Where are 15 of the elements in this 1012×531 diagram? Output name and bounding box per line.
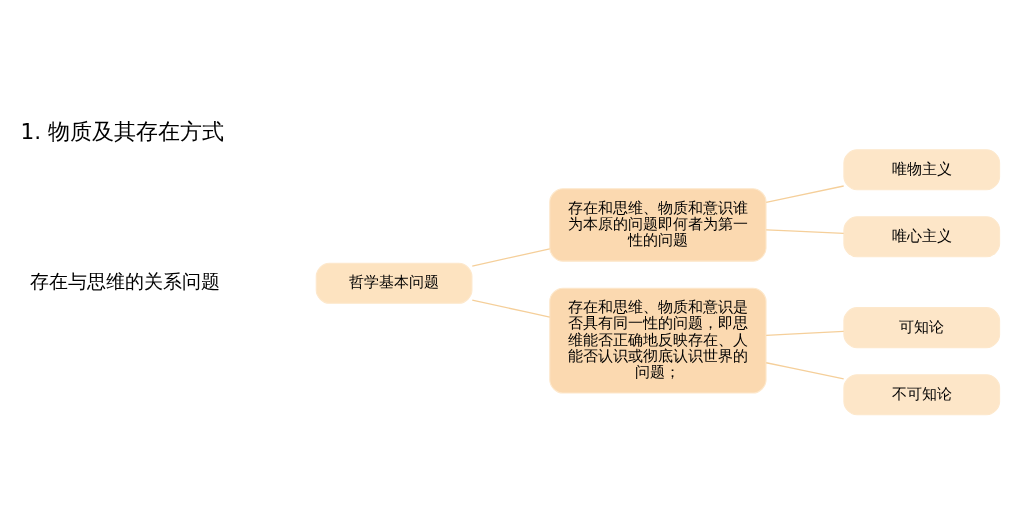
node-box: 哲学基本问题	[315, 262, 473, 304]
node-box: 唯心主义	[843, 215, 1001, 257]
node-box: 存在和思维、物质和意识是否具有同一性的问题，即思维能否正确地反映存在、人能否认识或彻底认识世界的问题；	[549, 287, 767, 394]
node-box: 不可知论	[843, 373, 1001, 415]
connector	[471, 247, 551, 267]
connector	[765, 361, 845, 379]
connector	[765, 228, 845, 234]
connector	[471, 299, 551, 318]
connector	[765, 330, 845, 336]
diagram-title: 1. 物质及其存在方式	[20, 118, 224, 144]
label: 存在与思维的关系问题	[30, 269, 221, 293]
connector	[765, 184, 845, 203]
node-box: 存在和思维、物质和意识谁为本原的问题即何者为第一性的问题	[549, 187, 767, 262]
node-box: 可知论	[843, 306, 1001, 348]
node-box: 唯物主义	[843, 148, 1001, 190]
